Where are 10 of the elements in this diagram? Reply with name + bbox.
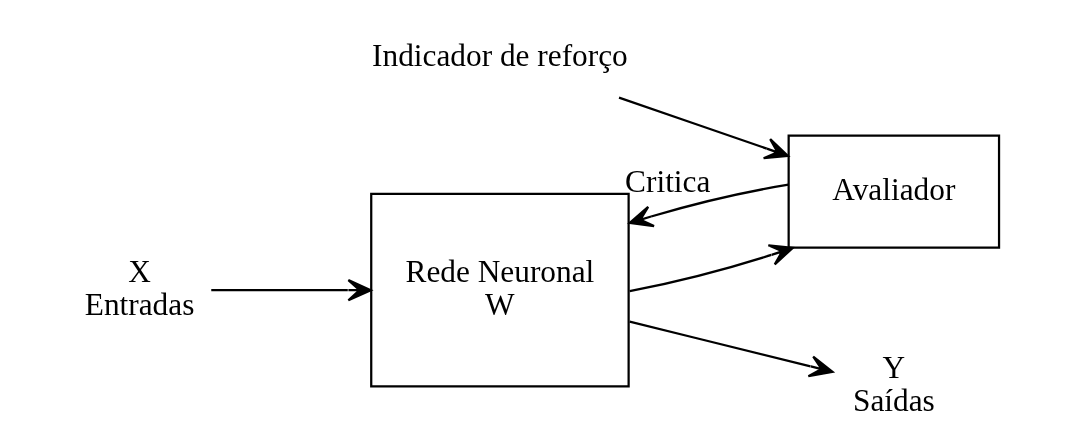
arrow xyxy=(210,278,372,302)
node-text: Indicador de reforço xyxy=(371,37,628,73)
node-text: X Entradas xyxy=(84,253,194,323)
arrow xyxy=(628,244,794,293)
arrow xyxy=(628,183,789,228)
arrow xyxy=(618,96,789,160)
node-box: Avaliador xyxy=(787,134,1000,249)
node-text: Y Saídas xyxy=(852,349,935,419)
node-box: Rede Neuronal W xyxy=(369,192,630,388)
arrow xyxy=(628,320,834,378)
